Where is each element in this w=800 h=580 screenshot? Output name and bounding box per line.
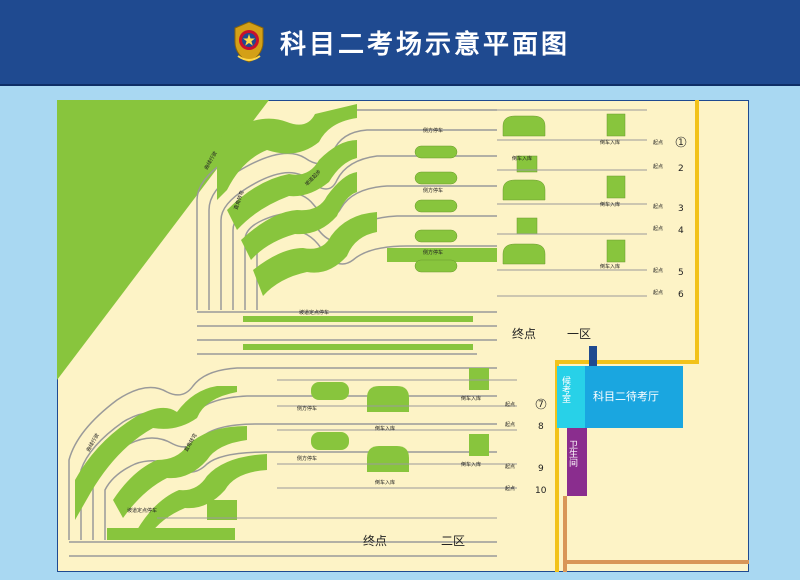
label-reverse-parking-3: 倒车入库	[600, 201, 620, 208]
start-num-ring-7	[535, 398, 547, 410]
zone1-end-label: 终点	[512, 326, 536, 341]
start-label-8: 起点	[505, 422, 515, 428]
start-label-3: 起点	[653, 204, 663, 210]
waiting-room-label: 候考室	[560, 375, 571, 403]
header-content: 科目二考场示意平面图	[0, 0, 800, 84]
start-num-5: 5	[678, 268, 684, 278]
label-side-parking-1: 侧方停车	[423, 127, 443, 134]
label-reverse-parking-4: 倒车入库	[600, 263, 620, 270]
start-label-6: 起点	[653, 290, 663, 296]
start-num-8: 8	[538, 422, 544, 432]
green-area-left	[57, 100, 269, 380]
start-num-3: 3	[678, 204, 684, 214]
label-side-parking-5: 侧方停车	[297, 455, 317, 462]
label-side-parking-2: 侧方停车	[423, 187, 443, 194]
page-title: 科目二考场示意平面图	[279, 29, 570, 60]
label-reverse-parking-8: 倒车入库	[461, 461, 481, 468]
yellow-fence	[555, 100, 699, 572]
zone1-parking-pads	[414, 113, 626, 273]
start-label-10: 起点	[505, 486, 515, 492]
start-label-1: 起点	[653, 140, 663, 146]
start-num-ring-1	[675, 136, 687, 148]
start-num-4: 4	[678, 226, 684, 236]
start-num-6: 6	[678, 290, 684, 300]
start-num-1: 1	[678, 138, 684, 148]
start-label-9: 起点	[505, 464, 515, 470]
toilet-building	[567, 428, 587, 496]
header-bar: 科目二考场示意平面图	[0, 0, 800, 86]
zone2-name-label: 二区	[441, 534, 465, 548]
zone1-lanes	[497, 109, 647, 297]
label-reverse-parking-1: 倒车入库	[512, 155, 532, 162]
start-label-4: 起点	[653, 226, 663, 232]
zone1-start-points: 起点 1 起点 2 起点 3 起点 4 起点 5 起点 6	[653, 136, 687, 300]
label-slope-parking-2: 坡道定点停车	[127, 507, 157, 514]
start-label-7: 起点	[505, 402, 515, 408]
label-slope-parking-1: 坡道定点停车	[299, 309, 329, 316]
label-reverse-parking-5: 倒车入库	[375, 425, 395, 432]
exam-site-map: 侧方停车 侧方停车 侧方停车 倒车入库 倒车入库 倒车入库 倒车入库 坡道定点停…	[56, 99, 750, 573]
start-num-2: 2	[678, 164, 684, 174]
zone1-green-islands	[217, 104, 497, 350]
start-num-9: 9	[538, 464, 544, 474]
toilet-label: 卫生间	[567, 440, 578, 468]
zone2-start-points: 起点 7 起点 8 起点 9 起点 10	[505, 398, 547, 496]
walkway	[563, 496, 749, 572]
waiting-hall-building	[585, 366, 683, 428]
site-plan-svg: 侧方停车 侧方停车 侧方停车 倒车入库 倒车入库 倒车入库 倒车入库 坡道定点停…	[56, 99, 750, 573]
label-reverse-parking-6: 倒车入库	[375, 479, 395, 486]
zone2-green-islands	[75, 368, 489, 540]
zone2-lanes	[157, 379, 517, 519]
start-label-2: 起点	[653, 164, 663, 170]
label-reverse-parking-7: 倒车入库	[461, 395, 481, 402]
waiting-hall-label: 科目二待考厅	[593, 389, 659, 403]
start-num-10: 10	[535, 486, 547, 496]
zone1-name-label: 一区	[567, 327, 591, 341]
entrance-marker	[589, 346, 597, 366]
label-side-parking-3: 侧方停车	[423, 249, 443, 256]
waiting-room-building	[557, 366, 585, 428]
label-side-parking-4: 侧方停车	[297, 405, 317, 412]
start-label-5: 起点	[653, 268, 663, 274]
label-reverse-parking-2: 倒车入库	[600, 139, 620, 146]
police-emblem-icon	[234, 21, 264, 63]
zone2-end-label: 终点	[363, 533, 387, 548]
start-num-7: 7	[538, 400, 544, 410]
